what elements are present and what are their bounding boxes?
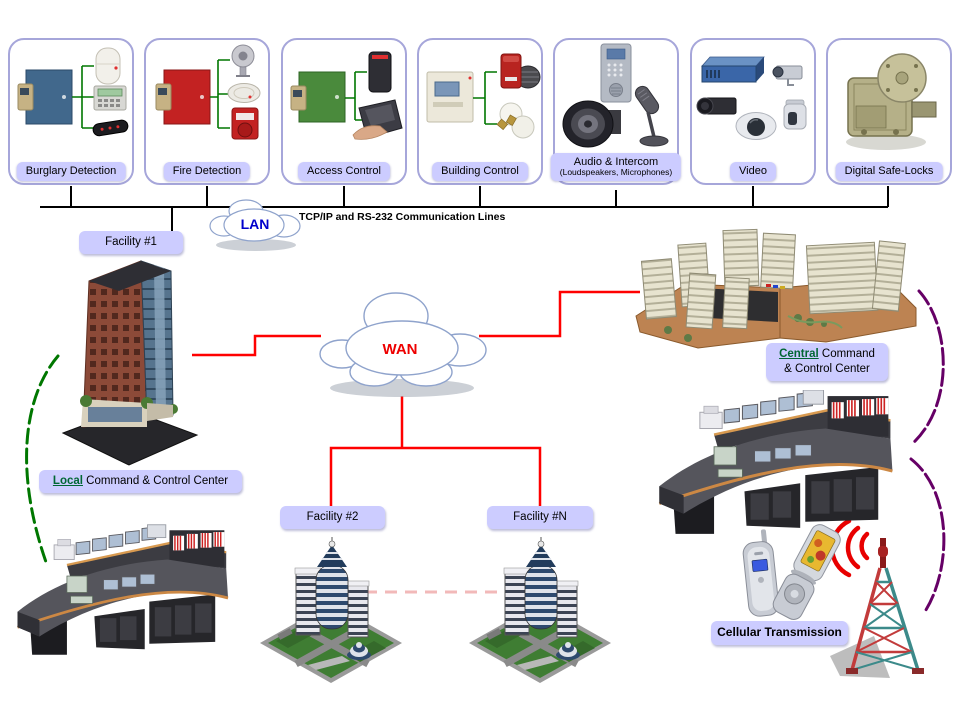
wan-links: [192, 290, 640, 506]
audio-intercom-devices-image: [562, 43, 669, 148]
central-complex-image: [635, 228, 917, 349]
device-box-audio: Audio & Intercom (Loudspeakers, Micropho…: [550, 38, 682, 185]
local-control-desk-image: [17, 524, 229, 655]
access-devices-image: [290, 51, 403, 140]
lan-label: LAN: [241, 216, 270, 232]
device-box-label: Video: [730, 162, 776, 181]
digital-safe-locks-image: [846, 53, 937, 150]
fire-devices-image: [155, 44, 261, 140]
device-box-label: Digital Safe-Locks: [835, 162, 943, 181]
cell-phones-image: [742, 524, 841, 620]
device-box-label: Building Control: [432, 162, 528, 181]
device-box-building: Building Control: [417, 38, 543, 185]
device-box-label: Access Control: [298, 162, 390, 181]
facility-1-building-image: [61, 260, 199, 466]
cellular-transmission-label: Cellular Transmission: [711, 621, 848, 645]
central-command-center-label: Central Command & Control Center: [766, 343, 888, 381]
wan-cloud: WAN: [319, 292, 487, 397]
green-link-arc: [25, 354, 60, 564]
device-box-access: Access Control: [281, 38, 407, 185]
purple-link-arcs: [909, 289, 946, 615]
bus-caption: TCP/IP and RS-232 Communication Lines: [299, 211, 506, 223]
facility-n-label: Facility #N: [487, 506, 593, 529]
facility-2-building-image: [260, 537, 402, 683]
open-phone-icon: [772, 524, 841, 620]
device-box-safelocks: Digital Safe-Locks: [826, 38, 952, 185]
lan-bus-lines: [40, 186, 889, 231]
lan-cloud: LAN: [209, 199, 301, 251]
video-devices-image: [696, 56, 807, 140]
device-box-label: Fire Detection: [163, 162, 251, 181]
device-box-burglary: Burglary Detection: [8, 38, 134, 185]
device-box-video: Video: [690, 38, 816, 185]
local-command-center-label: Local Command & Control Center: [39, 470, 242, 493]
wan-label: WAN: [383, 341, 418, 358]
facility-n-building-image: [469, 537, 611, 683]
building-control-devices-image: [426, 53, 541, 139]
central-control-desk-image: [658, 390, 893, 534]
facility-1-label: Facility #1: [79, 231, 183, 254]
transmission-tower-image: [830, 538, 924, 678]
facility-2-label: Facility #2: [280, 506, 385, 529]
device-box-label: Audio & Intercom (Loudspeakers, Micropho…: [550, 152, 682, 181]
flip-phone-icon: [742, 529, 780, 617]
device-box-fire: Fire Detection: [144, 38, 270, 185]
burglary-devices-image: [17, 47, 129, 137]
device-box-label: Burglary Detection: [16, 162, 126, 181]
